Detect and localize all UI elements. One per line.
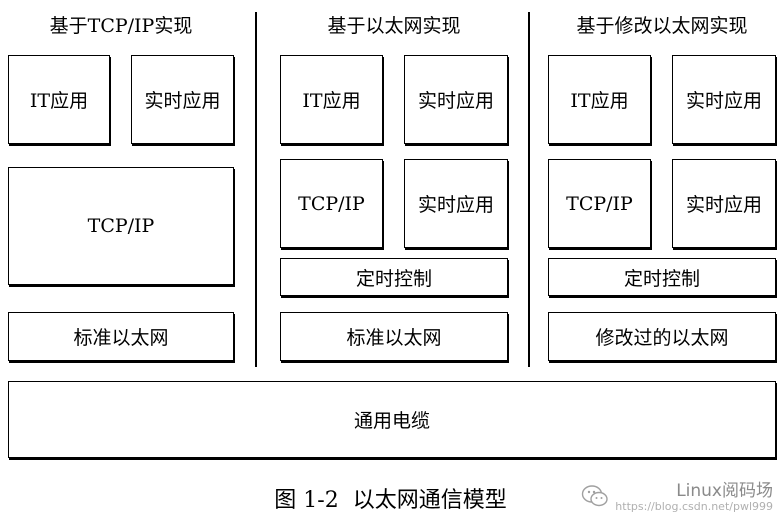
common-cable-box: 通用电缆 [8,381,776,458]
col3-ethernet-label: 修改过的以太网 [595,327,729,349]
col1-ethernet-box: 标准以太网 [8,312,234,361]
col1-realtime-app-label: 实时应用 [144,90,221,112]
col2-ethernet-label: 标准以太网 [346,327,442,349]
col2-realtime-app-mid-box: 实时应用 [404,159,508,248]
col3-timing-control-box: 定时控制 [548,258,776,296]
col1-it-app-box: IT应用 [8,55,110,144]
wechat-icon [581,484,609,512]
col3-realtime-app-top-box: 实时应用 [672,55,776,144]
common-cable-label: 通用电缆 [353,410,430,432]
col2-tcpip-label: TCP/IP [298,192,365,215]
col3-realtime-app-mid-box: 实时应用 [672,159,776,248]
column-separator [255,12,257,367]
col2-it-app-label: IT应用 [302,90,361,112]
col3-it-app-label: IT应用 [570,90,629,112]
col2-realtime-app-mid-label: 实时应用 [417,194,494,216]
col3-tcpip-box: TCP/IP [548,159,651,248]
col3-tcpip-label: TCP/IP [566,192,633,215]
col1-tcpip-label: TCP/IP [87,215,155,237]
col2-tcpip-box: TCP/IP [280,159,383,248]
col3-realtime-app-mid-label: 实时应用 [685,194,762,216]
column-title-ethernet: 基于以太网实现 [327,15,461,37]
col3-ethernet-box: 修改过的以太网 [548,312,776,361]
col1-ethernet-label: 标准以太网 [73,327,169,349]
column-separator [528,12,530,367]
col2-timing-control-box: 定时控制 [280,258,508,296]
col2-realtime-app-top-box: 实时应用 [404,55,508,144]
col2-it-app-box: IT应用 [280,55,383,144]
col1-realtime-app-box: 实时应用 [131,55,234,144]
col1-it-app-label: IT应用 [29,90,89,112]
col3-timing-control-label: 定时控制 [623,267,700,290]
watermark-url: https://blog.csdn.net/pwl999 [615,500,773,514]
watermark-brand: Linux阅码场 [676,481,773,502]
col3-it-app-box: IT应用 [548,55,651,144]
figure-caption: 图 1-2 以太网通信模型 [274,488,507,513]
column-title-tcpip: 基于TCP/IP实现 [49,15,193,37]
column-title-modified-ethernet: 基于修改以太网实现 [576,15,748,37]
col1-tcpip-box: TCP/IP [8,167,234,285]
col2-timing-control-label: 定时控制 [355,267,432,290]
col2-ethernet-box: 标准以太网 [280,312,508,361]
col2-realtime-app-top-label: 实时应用 [417,90,494,112]
watermark: Linux阅码场 https://blog.csdn.net/pwl999 [581,476,773,520]
col3-realtime-app-top-label: 实时应用 [685,90,762,112]
